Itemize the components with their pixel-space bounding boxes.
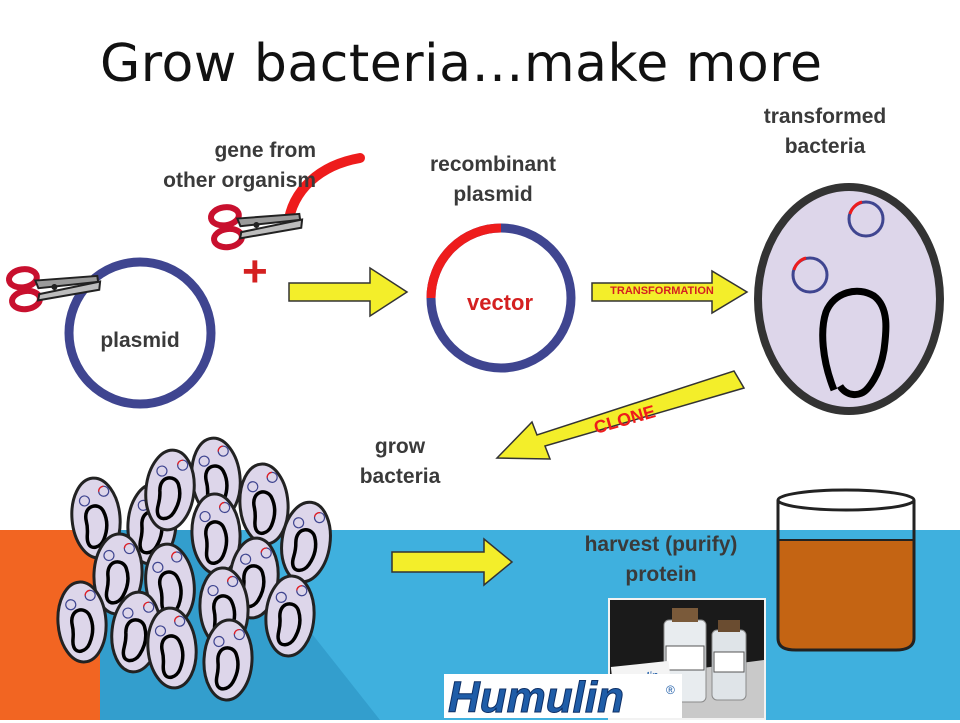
recombinant-label: recombinant plasmid bbox=[429, 153, 557, 206]
plasmid-small-insert bbox=[848, 200, 863, 215]
plasmid-small bbox=[791, 256, 829, 294]
bacteria-cluster bbox=[53, 433, 338, 703]
clone-arrow bbox=[495, 370, 746, 460]
svg-text:®: ® bbox=[666, 683, 675, 697]
beaker-rim bbox=[776, 488, 916, 512]
svg-text:Humulin: Humulin bbox=[448, 674, 624, 718]
plasmid-label: plasmid bbox=[100, 329, 180, 352]
plus-sign: + bbox=[242, 247, 268, 296]
beaker-glass bbox=[776, 500, 916, 652]
arrow-to-recombinant bbox=[288, 266, 409, 318]
bacterial-chromosome bbox=[819, 287, 890, 398]
gene-label: gene from other organism bbox=[163, 139, 316, 192]
transformation-label: TRANSFORMATION bbox=[610, 285, 714, 297]
slide-title: Grow bacteria…make more bbox=[100, 34, 823, 94]
transformed-label: transformed bacteria bbox=[763, 105, 887, 158]
bacterium bbox=[140, 445, 200, 535]
plasmid-circle bbox=[64, 257, 216, 409]
harvest-arrow bbox=[391, 537, 514, 587]
bacterium bbox=[142, 604, 202, 692]
humulin-wordmark: Humulin ® bbox=[448, 673, 676, 723]
humulin-logo: Humulin ® bbox=[444, 673, 682, 723]
vector-label: vector bbox=[466, 290, 534, 315]
harvest-label: harvest (purify) protein bbox=[584, 533, 738, 586]
plasmid-small bbox=[847, 200, 885, 238]
plasmid-small-insert bbox=[792, 256, 807, 271]
beaker-liquid bbox=[778, 540, 914, 650]
humulin-vials-photo: Humulin bbox=[608, 598, 766, 720]
scissors-icon bbox=[8, 259, 103, 311]
transformation-arrow bbox=[591, 269, 749, 315]
transformed-bacterium bbox=[754, 183, 944, 415]
grow-label: grow bacteria bbox=[359, 435, 441, 488]
inserted-gene-arc bbox=[426, 223, 502, 299]
